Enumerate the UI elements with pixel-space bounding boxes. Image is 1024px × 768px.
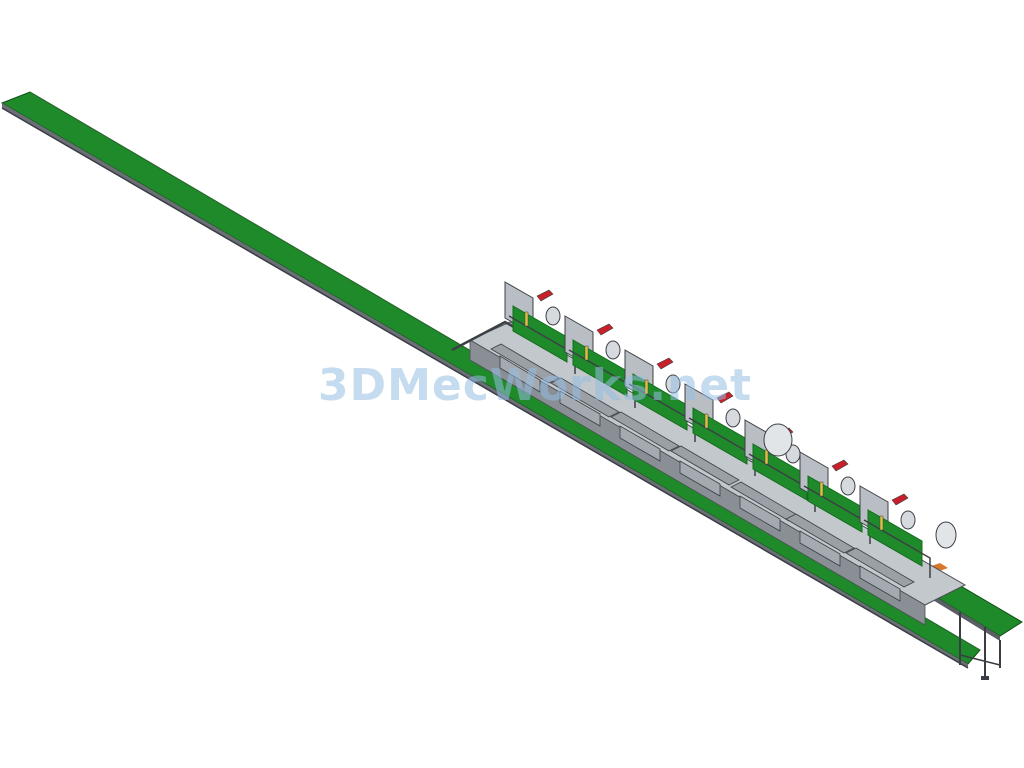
station-table bbox=[785, 513, 855, 554]
station-signal-tower bbox=[524, 311, 529, 327]
large-reel bbox=[763, 423, 793, 457]
station-reel bbox=[900, 510, 916, 530]
station-red-actuator bbox=[891, 493, 909, 506]
station-signal-tower bbox=[764, 449, 769, 465]
machine-station-7 bbox=[845, 485, 931, 588]
end-reel bbox=[935, 521, 957, 549]
station-red-actuator bbox=[716, 391, 734, 404]
station-signal-tower bbox=[704, 413, 709, 429]
main-conveyor-rail bbox=[1, 107, 969, 669]
station-red-actuator bbox=[536, 289, 554, 302]
station-red-actuator bbox=[831, 459, 849, 472]
station-red-actuator bbox=[596, 323, 614, 336]
machine-base-top bbox=[468, 321, 967, 606]
station-table bbox=[670, 445, 740, 486]
machine-station-4 bbox=[670, 383, 756, 486]
station-reel bbox=[665, 374, 681, 394]
station-reel bbox=[840, 476, 856, 496]
exit-conveyor-brace bbox=[959, 654, 1001, 666]
station-table bbox=[550, 377, 620, 418]
machine-station-2 bbox=[550, 315, 636, 418]
station-reel bbox=[545, 306, 561, 326]
base-panels bbox=[499, 355, 901, 602]
station-reel bbox=[725, 408, 741, 428]
station-frame bbox=[863, 519, 931, 578]
main-conveyor-belt bbox=[0, 91, 981, 665]
station-signal-tower bbox=[879, 515, 884, 531]
station-reel bbox=[605, 340, 621, 360]
main-conveyor bbox=[0, 91, 981, 669]
machine-station-6 bbox=[785, 451, 871, 554]
station-table bbox=[845, 547, 915, 588]
machine-station-1 bbox=[490, 281, 576, 384]
station-table bbox=[610, 411, 680, 452]
station-red-actuator bbox=[656, 357, 674, 370]
station-table bbox=[490, 343, 560, 384]
machine-station-3 bbox=[610, 349, 696, 452]
station-signal-tower bbox=[644, 379, 649, 395]
stations bbox=[490, 281, 957, 588]
machine-base bbox=[451, 320, 967, 626]
exit-conveyor-foot bbox=[981, 676, 989, 680]
station-signal-tower bbox=[584, 345, 589, 361]
main-conveyor-side bbox=[2, 103, 968, 668]
station-signal-tower bbox=[819, 481, 824, 497]
